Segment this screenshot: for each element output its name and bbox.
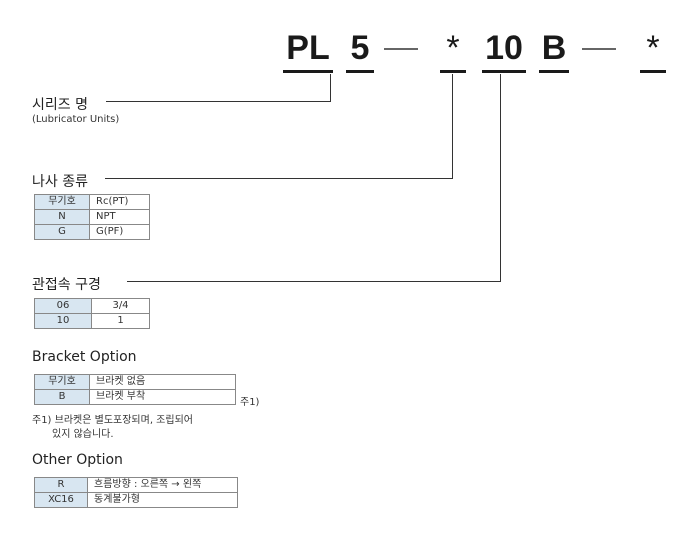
code-series: PL — [286, 29, 330, 67]
series-label: 시리즈 명 — [32, 97, 88, 113]
bracket-value-0: 브라켓 없음 — [89, 374, 236, 390]
port-key-0: 06 — [34, 298, 92, 314]
code-series-underline — [283, 70, 333, 73]
code-size-underline — [346, 70, 374, 73]
bracket-key-1: B — [34, 389, 90, 405]
port-value-1: 1 — [91, 313, 150, 329]
code-other-underline — [640, 70, 666, 73]
bracket-note-line2: 있지 않습니다. — [52, 429, 114, 440]
other-table: R 흐름방향 : 오른쪽 → 왼쪽 XC16 동계불가형 — [34, 477, 238, 508]
port-key-1: 10 — [34, 313, 92, 329]
thread-table: 무기호 Rc(PT) N NPT G G(PF) — [34, 194, 150, 240]
code-bracket-underline — [539, 70, 569, 73]
thread-value-0: Rc(PT) — [89, 194, 150, 210]
thread-label: 나사 종류 — [32, 174, 88, 190]
code-thread: * — [446, 29, 460, 67]
series-leader-v — [330, 74, 331, 102]
table-row: 06 3/4 — [34, 298, 150, 314]
other-label: Other Option — [32, 452, 123, 468]
table-row: 무기호 Rc(PT) — [34, 194, 150, 210]
code-dash-2 — [582, 48, 616, 50]
code-size: 5 — [350, 29, 370, 67]
other-value-0: 흐름방향 : 오른쪽 → 왼쪽 — [87, 477, 238, 493]
code-thread-underline — [440, 70, 466, 73]
code-other: * — [646, 29, 660, 67]
table-row: XC16 동계불가형 — [34, 492, 238, 508]
bracket-footnote-mark: 주1) — [240, 397, 260, 408]
table-row: R 흐름방향 : 오른쪽 → 왼쪽 — [34, 477, 238, 493]
thread-leader-h — [105, 178, 453, 179]
table-row: B 브라켓 부착 — [34, 389, 236, 405]
thread-key-2: G — [34, 224, 90, 240]
series-leader-h — [106, 101, 331, 102]
table-row: 10 1 — [34, 313, 150, 329]
code-bracket: B — [541, 29, 567, 67]
code-port-underline — [482, 70, 526, 73]
thread-key-0: 무기호 — [34, 194, 90, 210]
series-sub: (Lubricator Units) — [32, 114, 120, 125]
port-leader-h — [127, 281, 501, 282]
other-key-0: R — [34, 477, 88, 493]
bracket-label: Bracket Option — [32, 349, 137, 365]
thread-leader-v — [452, 74, 453, 179]
table-row: G G(PF) — [34, 224, 150, 240]
bracket-value-1: 브라켓 부착 — [89, 389, 236, 405]
other-value-1: 동계불가형 — [87, 492, 238, 508]
other-key-1: XC16 — [34, 492, 88, 508]
table-row: N NPT — [34, 209, 150, 225]
thread-value-2: G(PF) — [89, 224, 150, 240]
bracket-key-0: 무기호 — [34, 374, 90, 390]
table-row: 무기호 브라켓 없음 — [34, 374, 236, 390]
thread-key-1: N — [34, 209, 90, 225]
port-label: 관접속 구경 — [32, 277, 101, 293]
code-port: 10 — [485, 29, 523, 67]
port-table: 06 3/4 10 1 — [34, 298, 150, 329]
port-leader-v — [500, 74, 501, 282]
port-value-0: 3/4 — [91, 298, 150, 314]
thread-value-1: NPT — [89, 209, 150, 225]
bracket-table: 무기호 브라켓 없음 B 브라켓 부착 — [34, 374, 236, 405]
bracket-note-line1: 주1) 브라켓은 별도포장되며, 조립되어 — [32, 415, 193, 426]
code-dash-1 — [384, 48, 418, 50]
